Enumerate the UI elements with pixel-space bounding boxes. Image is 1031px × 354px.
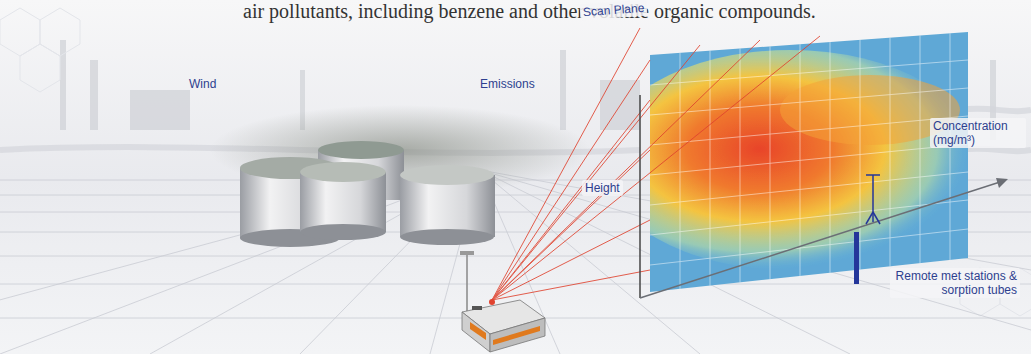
- emissions-label: Emissions: [477, 76, 538, 92]
- met-stations-label: Remote met stations & sorption tubes: [890, 268, 1020, 298]
- height-label: Height: [582, 180, 623, 196]
- wind-label: Wind: [186, 76, 219, 92]
- intro-text: air pollutants, including benzene and ot…: [240, 0, 819, 24]
- concentration-label: Concentration (mg/m³): [930, 118, 1026, 148]
